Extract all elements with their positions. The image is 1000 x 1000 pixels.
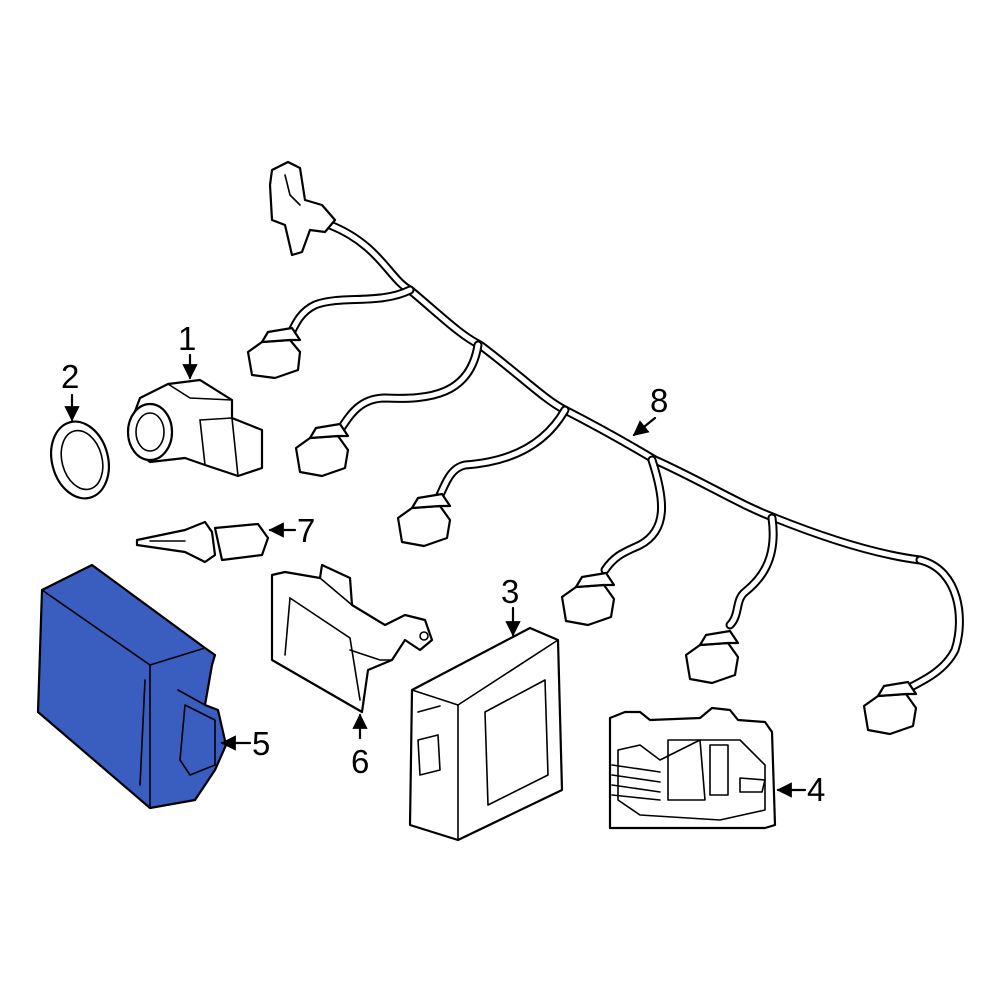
callout-leaders <box>64 353 807 798</box>
leader-8 <box>632 416 657 437</box>
ecu-box[interactable] <box>408 626 564 842</box>
control-module-highlighted[interactable] <box>36 563 228 810</box>
relay-board[interactable] <box>608 706 777 830</box>
connector-plug <box>246 326 302 380</box>
callout-5: 5 <box>252 725 270 762</box>
sensor-ring[interactable] <box>43 415 117 505</box>
callout-7: 7 <box>297 512 315 549</box>
connector-plug <box>560 571 616 627</box>
connector-plug <box>294 422 350 478</box>
mounting-bracket[interactable] <box>270 563 434 714</box>
connector-plug <box>862 680 918 736</box>
callout-labels: 1 2 3 4 5 6 7 8 <box>61 320 825 808</box>
wiring-harness[interactable] <box>246 160 964 736</box>
callout-3: 3 <box>501 573 519 610</box>
connector-plug <box>684 629 740 685</box>
callout-2: 2 <box>61 358 79 395</box>
callout-4: 4 <box>807 771 825 808</box>
callout-8: 8 <box>650 382 668 419</box>
parking-sensor[interactable] <box>126 378 264 478</box>
callout-1: 1 <box>178 320 196 357</box>
connector-plug <box>396 492 452 548</box>
sensor-pin[interactable] <box>135 520 270 564</box>
callout-6: 6 <box>351 743 369 780</box>
